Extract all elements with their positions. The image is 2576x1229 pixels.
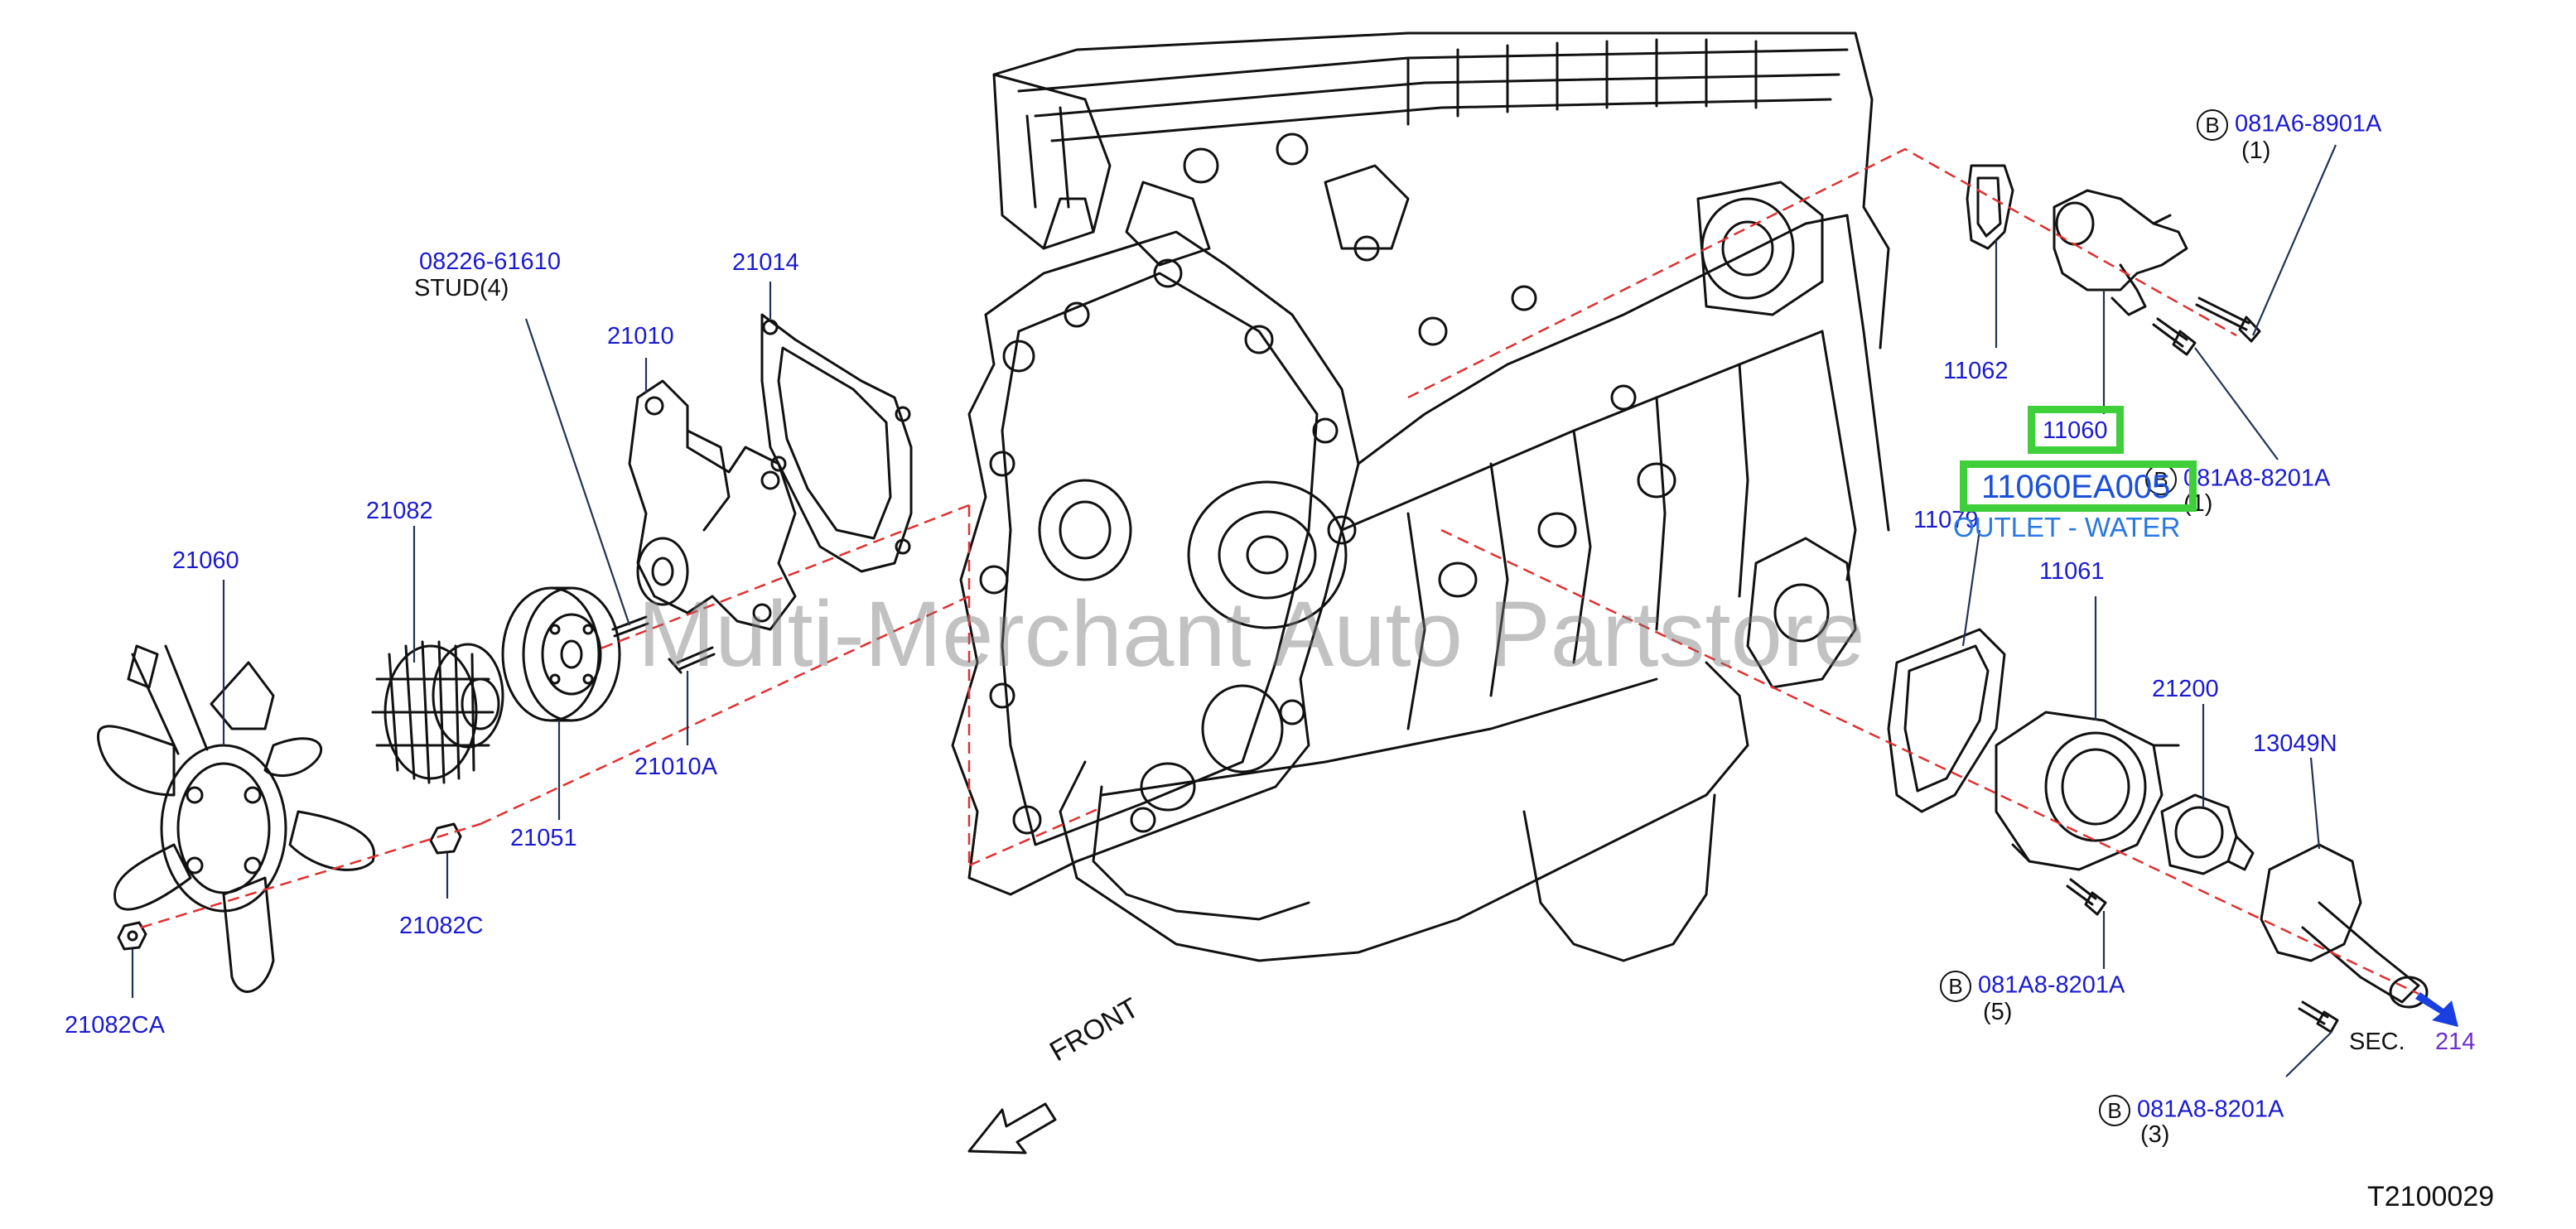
stud-qty-label: STUD(4)	[414, 275, 509, 301]
nut-21082CA-drawing	[117, 921, 147, 951]
pulley-drawing	[501, 586, 621, 722]
sec-ref-link[interactable]: 214	[2435, 1029, 2476, 1055]
part-label-21082C[interactable]: 21082C	[399, 913, 484, 939]
part-label-081A6-8901A[interactable]: B 081A6-8901A	[2197, 109, 2381, 141]
part-label-21200[interactable]: 21200	[2152, 676, 2219, 702]
part-label-21014[interactable]: 21014	[732, 249, 799, 276]
qty-label-081A6: (1)	[2241, 137, 2271, 164]
highlight-box-callout	[2028, 406, 2124, 454]
qty-label-081A8-mid: (5)	[1983, 999, 2013, 1025]
part-number-text: 081A8-8201A	[2137, 1096, 2284, 1123]
part-label-11079[interactable]: 11079	[1913, 507, 1979, 533]
bolt-081A6-drawing	[2195, 296, 2261, 343]
gasket-21014-drawing	[760, 313, 913, 573]
part-label-08226-61610[interactable]: 08226-61610	[419, 248, 561, 275]
engine-block-drawing	[951, 31, 1890, 962]
part-label-081A8-8201A-bot[interactable]: B 081A8-8201A	[2099, 1095, 2284, 1126]
part-label-11061[interactable]: 11061	[2039, 558, 2105, 585]
sec-arrow	[2415, 992, 2458, 1027]
part-number-text: 081A8-8201A	[2183, 465, 2331, 492]
watermark: Multi-Merchant Auto Partstore	[638, 582, 1865, 686]
fan-drawing	[97, 644, 375, 993]
center-lines	[140, 147, 2419, 995]
highlighted-callout[interactable]: 11060	[2043, 417, 2108, 444]
water-inlet-drawing	[2260, 843, 2429, 1009]
part-number-text: 081A8-8201A	[1978, 971, 2125, 999]
front-arrow-icon	[967, 1102, 1057, 1154]
figure-id: T2100029	[2367, 1181, 2495, 1212]
fan-clutch-drawing	[371, 640, 504, 784]
water-outlet-drawing	[2053, 189, 2188, 316]
bolt-081A8-mid-drawing	[2066, 878, 2107, 916]
gasket-11079-drawing	[1887, 628, 2006, 813]
highlighted-part-number[interactable]: 11060EA005	[1981, 469, 2171, 505]
water-pump-drawing	[628, 379, 797, 631]
nut-21082C-drawing	[429, 822, 462, 855]
part-label-21010A[interactable]: 21010A	[634, 754, 717, 780]
part-description: OUTLET - WATER	[1953, 512, 2181, 542]
part-label-11062[interactable]: 11062	[1943, 358, 2009, 384]
sec-label: SEC.	[2349, 1029, 2405, 1055]
bolt-21010A-drawing	[668, 646, 716, 674]
leader-lines	[131, 144, 2337, 1077]
bolt-b-symbol: B	[2197, 109, 2228, 141]
bolt-081A8-bot-drawing	[2298, 1000, 2339, 1034]
bolt-081A8-top-drawing	[2152, 317, 2197, 356]
gasket-11062-drawing	[1966, 164, 2014, 250]
thermostat-housing-drawing	[1995, 711, 2180, 871]
qty-label-081A8-bot: (3)	[2140, 1121, 2170, 1148]
part-label-21010[interactable]: 21010	[607, 323, 674, 349]
part-label-21060[interactable]: 21060	[172, 547, 239, 574]
part-label-13049N[interactable]: 13049N	[2253, 730, 2337, 757]
highlight-box-part-number	[1960, 460, 2197, 512]
bolt-b-symbol: B	[1940, 971, 1971, 1002]
part-label-21082CA[interactable]: 21082CA	[65, 1012, 165, 1039]
part-label-21051[interactable]: 21051	[510, 825, 577, 851]
part-number-text: 081A6-8901A	[2235, 110, 2382, 137]
thermostat-drawing	[2160, 793, 2255, 875]
bolt-b-symbol: B	[2099, 1095, 2130, 1126]
part-label-21082[interactable]: 21082	[366, 498, 433, 524]
